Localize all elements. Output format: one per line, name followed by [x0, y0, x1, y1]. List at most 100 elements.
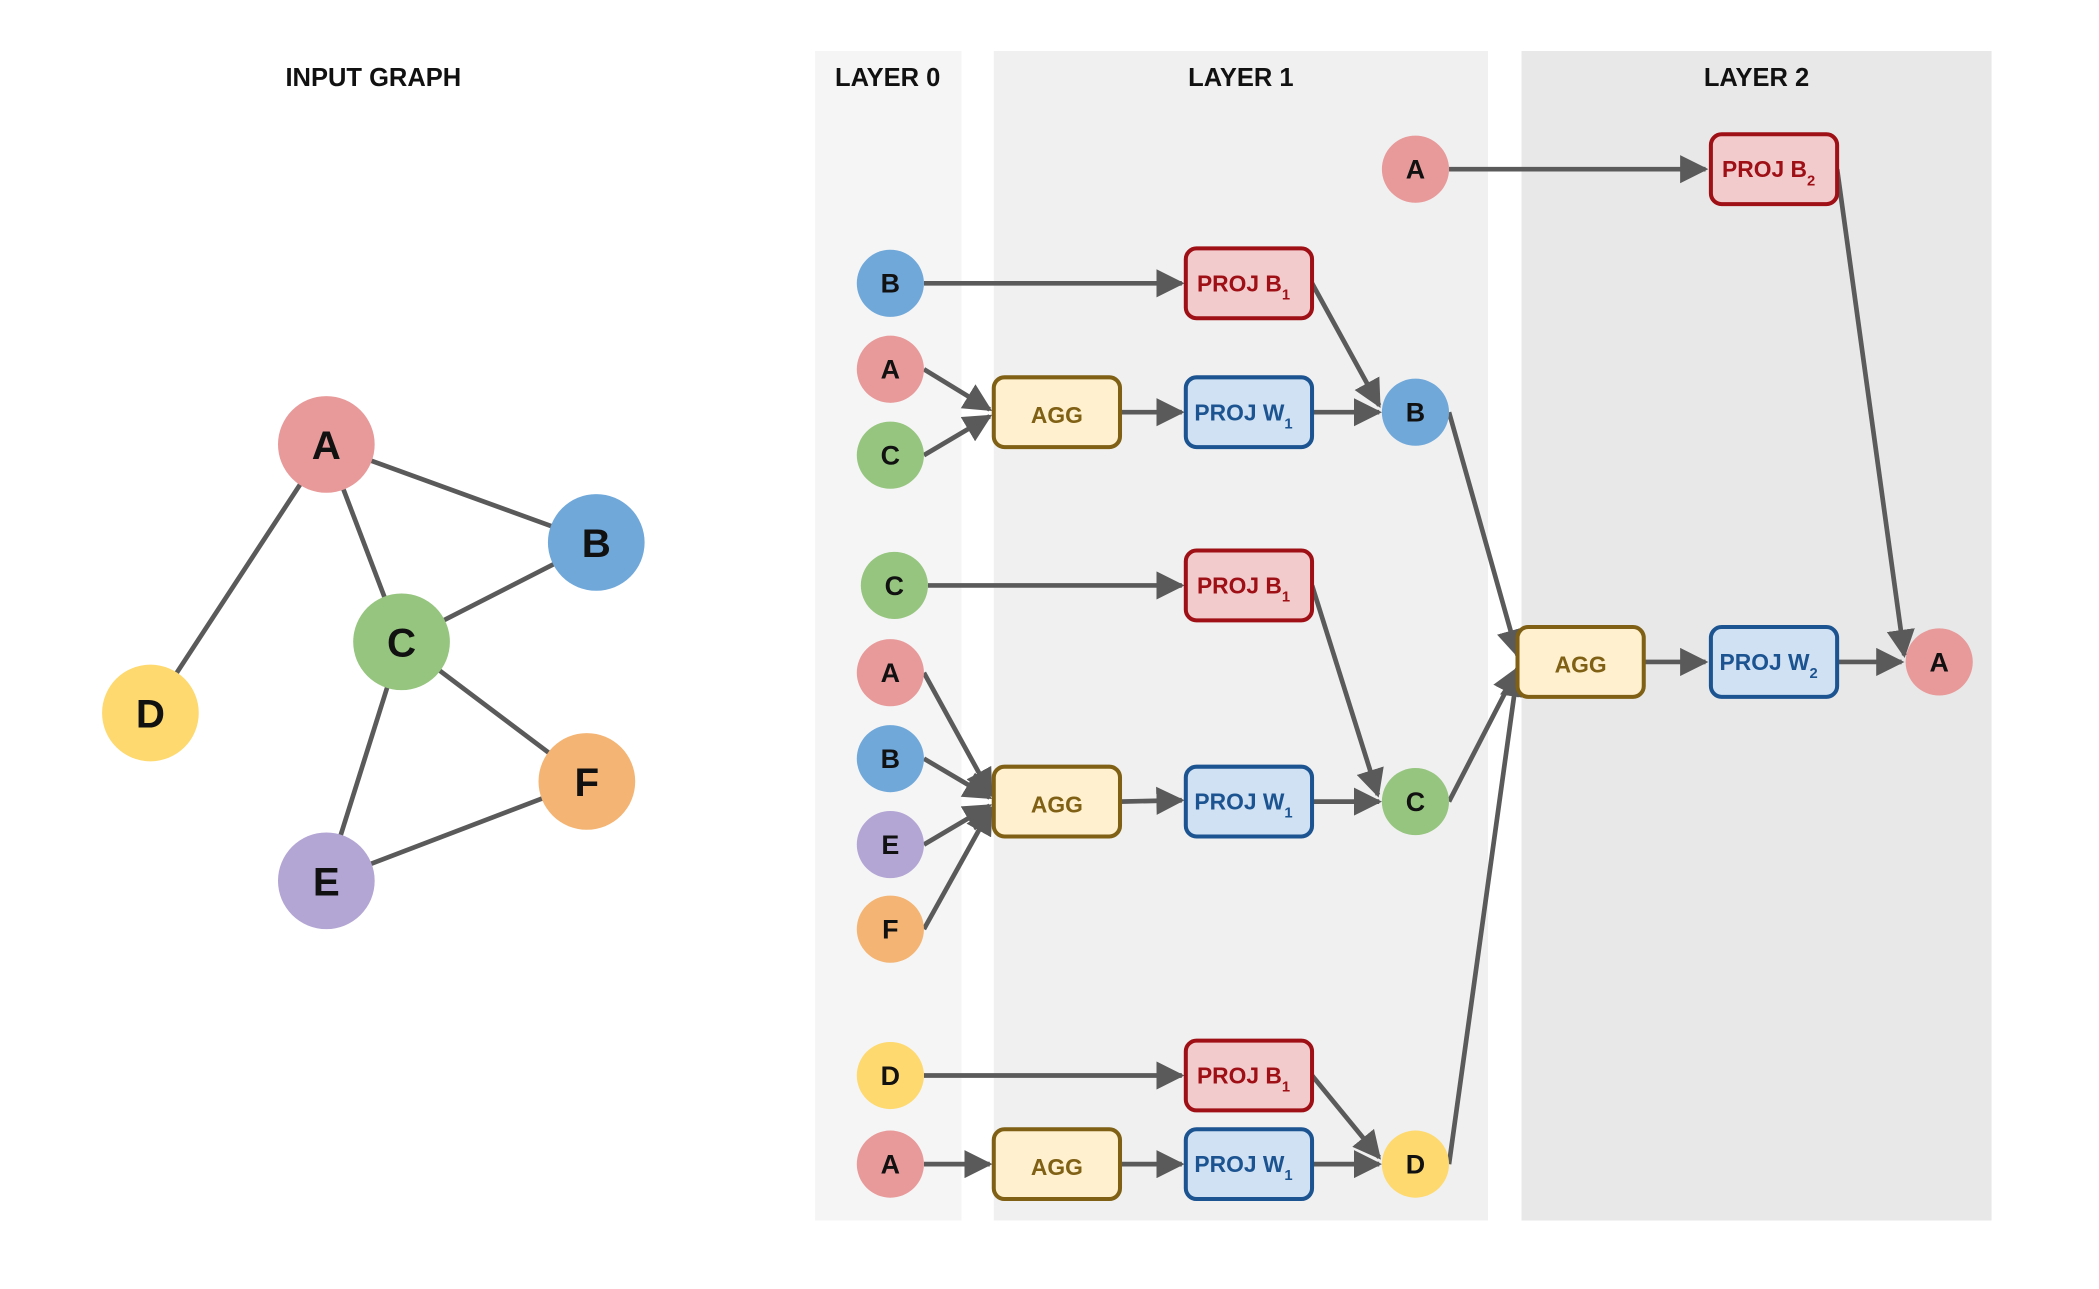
- proj-b1-box-b[interactable]: PROJ B1: [1183, 246, 1315, 321]
- layer0-node-b-for-c[interactable]: B: [856, 725, 924, 793]
- edge-b-to-agg2: [1446, 411, 1525, 658]
- box-rect: [1183, 764, 1315, 839]
- node-label: C: [881, 441, 900, 471]
- node-circle: [860, 551, 928, 619]
- edge-f-to-agg-c: [921, 805, 994, 931]
- node-label: A: [881, 658, 900, 688]
- input-node-D[interactable]: D: [102, 664, 199, 762]
- node-circle: [856, 249, 924, 317]
- layer1-node-b[interactable]: B: [1381, 378, 1450, 446]
- box-rect: [1183, 246, 1315, 321]
- layer1-node-c[interactable]: C: [1381, 768, 1450, 836]
- box-subscript: 2: [1807, 173, 1815, 189]
- box-subscript: 2: [1810, 666, 1818, 682]
- proj-w1-box-d[interactable]: PROJ W1: [1183, 1127, 1315, 1202]
- box-subscript: 1: [1282, 287, 1290, 303]
- agg-box-c[interactable]: AGG: [991, 764, 1123, 839]
- layer0-title: LAYER 0: [835, 64, 940, 92]
- edge-projb1-to-d: [1310, 1074, 1382, 1160]
- box-subscript: 1: [1284, 1168, 1292, 1184]
- node-circle: [856, 810, 924, 879]
- input-node-B[interactable]: B: [547, 494, 645, 591]
- node-label: F: [882, 915, 898, 945]
- node-label: A: [312, 423, 341, 468]
- node-circle: [538, 733, 636, 830]
- box-rect: [1708, 625, 1840, 699]
- layer0-node-e-for-c[interactable]: E: [856, 810, 924, 879]
- agg-box-b[interactable]: AGG: [991, 375, 1123, 450]
- layer2-node-a[interactable]: A: [1905, 628, 1973, 696]
- node-circle: [1381, 378, 1450, 446]
- layer0-node-a-for-c[interactable]: A: [856, 639, 924, 707]
- node-label: A: [1406, 155, 1425, 185]
- agg-box-layer2[interactable]: AGG: [1515, 625, 1646, 699]
- proj-b1-box-d[interactable]: PROJ B1: [1183, 1038, 1315, 1113]
- node-label: B: [881, 269, 900, 299]
- node-circle: [856, 1130, 924, 1198]
- node-label: B: [1406, 398, 1425, 428]
- edge-b-to-agg-c: [922, 756, 993, 800]
- node-circle: [277, 396, 375, 493]
- node-circle: [856, 1041, 924, 1110]
- layer0-node-c-self[interactable]: C: [860, 551, 928, 619]
- edge-projb1-to-b: [1309, 282, 1382, 408]
- node-label: E: [313, 860, 340, 905]
- layer0-panel: [815, 51, 962, 1221]
- edge-d-to-agg2: [1446, 668, 1528, 1165]
- proj-w1-box-b[interactable]: PROJ W1: [1183, 375, 1315, 450]
- box-rect: [1183, 375, 1315, 450]
- input-node-C[interactable]: C: [353, 593, 450, 691]
- computation-graph-edges: [921, 155, 1915, 1179]
- proj-w1-box-c[interactable]: PROJ W1: [1183, 764, 1315, 839]
- node-circle: [856, 725, 924, 793]
- input-node-F[interactable]: F: [538, 733, 636, 830]
- box-rect: [1708, 132, 1840, 207]
- layer0-node-c-for-b[interactable]: C: [856, 421, 924, 489]
- box-rect: [1515, 625, 1646, 699]
- agg-box-d[interactable]: AGG: [991, 1127, 1123, 1202]
- edge-a-to-agg-b: [922, 367, 993, 412]
- node-label: D: [1406, 1150, 1425, 1180]
- layer0-node-b-self[interactable]: B: [856, 249, 924, 317]
- box-label: AGG: [1031, 1154, 1083, 1180]
- node-label: F: [575, 760, 600, 805]
- edge-projb1-to-c: [1309, 584, 1384, 798]
- box-subscript: 1: [1282, 590, 1290, 606]
- input-edge-A-D: [148, 443, 329, 715]
- layer0-node-f-for-c[interactable]: F: [856, 895, 924, 963]
- input-node-E[interactable]: E: [277, 832, 375, 930]
- box-subscript: 1: [1284, 416, 1292, 432]
- node-label: C: [885, 571, 904, 601]
- node-label: E: [881, 830, 899, 860]
- input-graph-nodes: A B C D E F: [102, 396, 645, 930]
- box-label: AGG: [1031, 402, 1083, 428]
- layer1-title: LAYER 1: [1188, 64, 1293, 92]
- node-label: A: [1929, 647, 1948, 677]
- layer0-node-a-for-b[interactable]: A: [856, 335, 924, 403]
- layer0-node-d-self[interactable]: D: [856, 1041, 924, 1110]
- layer1-node-a[interactable]: A: [1381, 135, 1450, 203]
- input-graph-title: INPUT GRAPH: [285, 64, 461, 92]
- box-rect: [991, 375, 1123, 450]
- node-circle: [856, 335, 924, 403]
- node-circle: [1381, 1130, 1450, 1198]
- node-circle: [856, 639, 924, 707]
- layer2-title: LAYER 2: [1704, 64, 1809, 92]
- layer1-node-d[interactable]: D: [1381, 1130, 1450, 1198]
- box-rect: [991, 1127, 1123, 1202]
- layer1-panel: [993, 51, 1488, 1221]
- node-circle: [1381, 135, 1450, 203]
- box-rect: [1183, 548, 1315, 623]
- input-node-A[interactable]: A: [277, 396, 375, 493]
- proj-w2-box[interactable]: PROJ W2: [1708, 625, 1840, 699]
- edge-projb2-to-a: [1834, 168, 1915, 659]
- computation-graph-nodes: B A C PROJ B1 AGG PROJ W1 B C A B E F PROJ B1 AGG PROJ…: [856, 132, 1973, 1202]
- node-label: B: [582, 521, 611, 566]
- box-label: AGG: [1031, 791, 1083, 817]
- layer0-node-a-for-d[interactable]: A: [856, 1130, 924, 1198]
- proj-b1-box-c[interactable]: PROJ B1: [1183, 548, 1315, 623]
- proj-b2-box[interactable]: PROJ B2: [1708, 132, 1840, 207]
- node-circle: [1381, 768, 1450, 836]
- node-circle: [547, 494, 645, 591]
- node-circle: [856, 421, 924, 489]
